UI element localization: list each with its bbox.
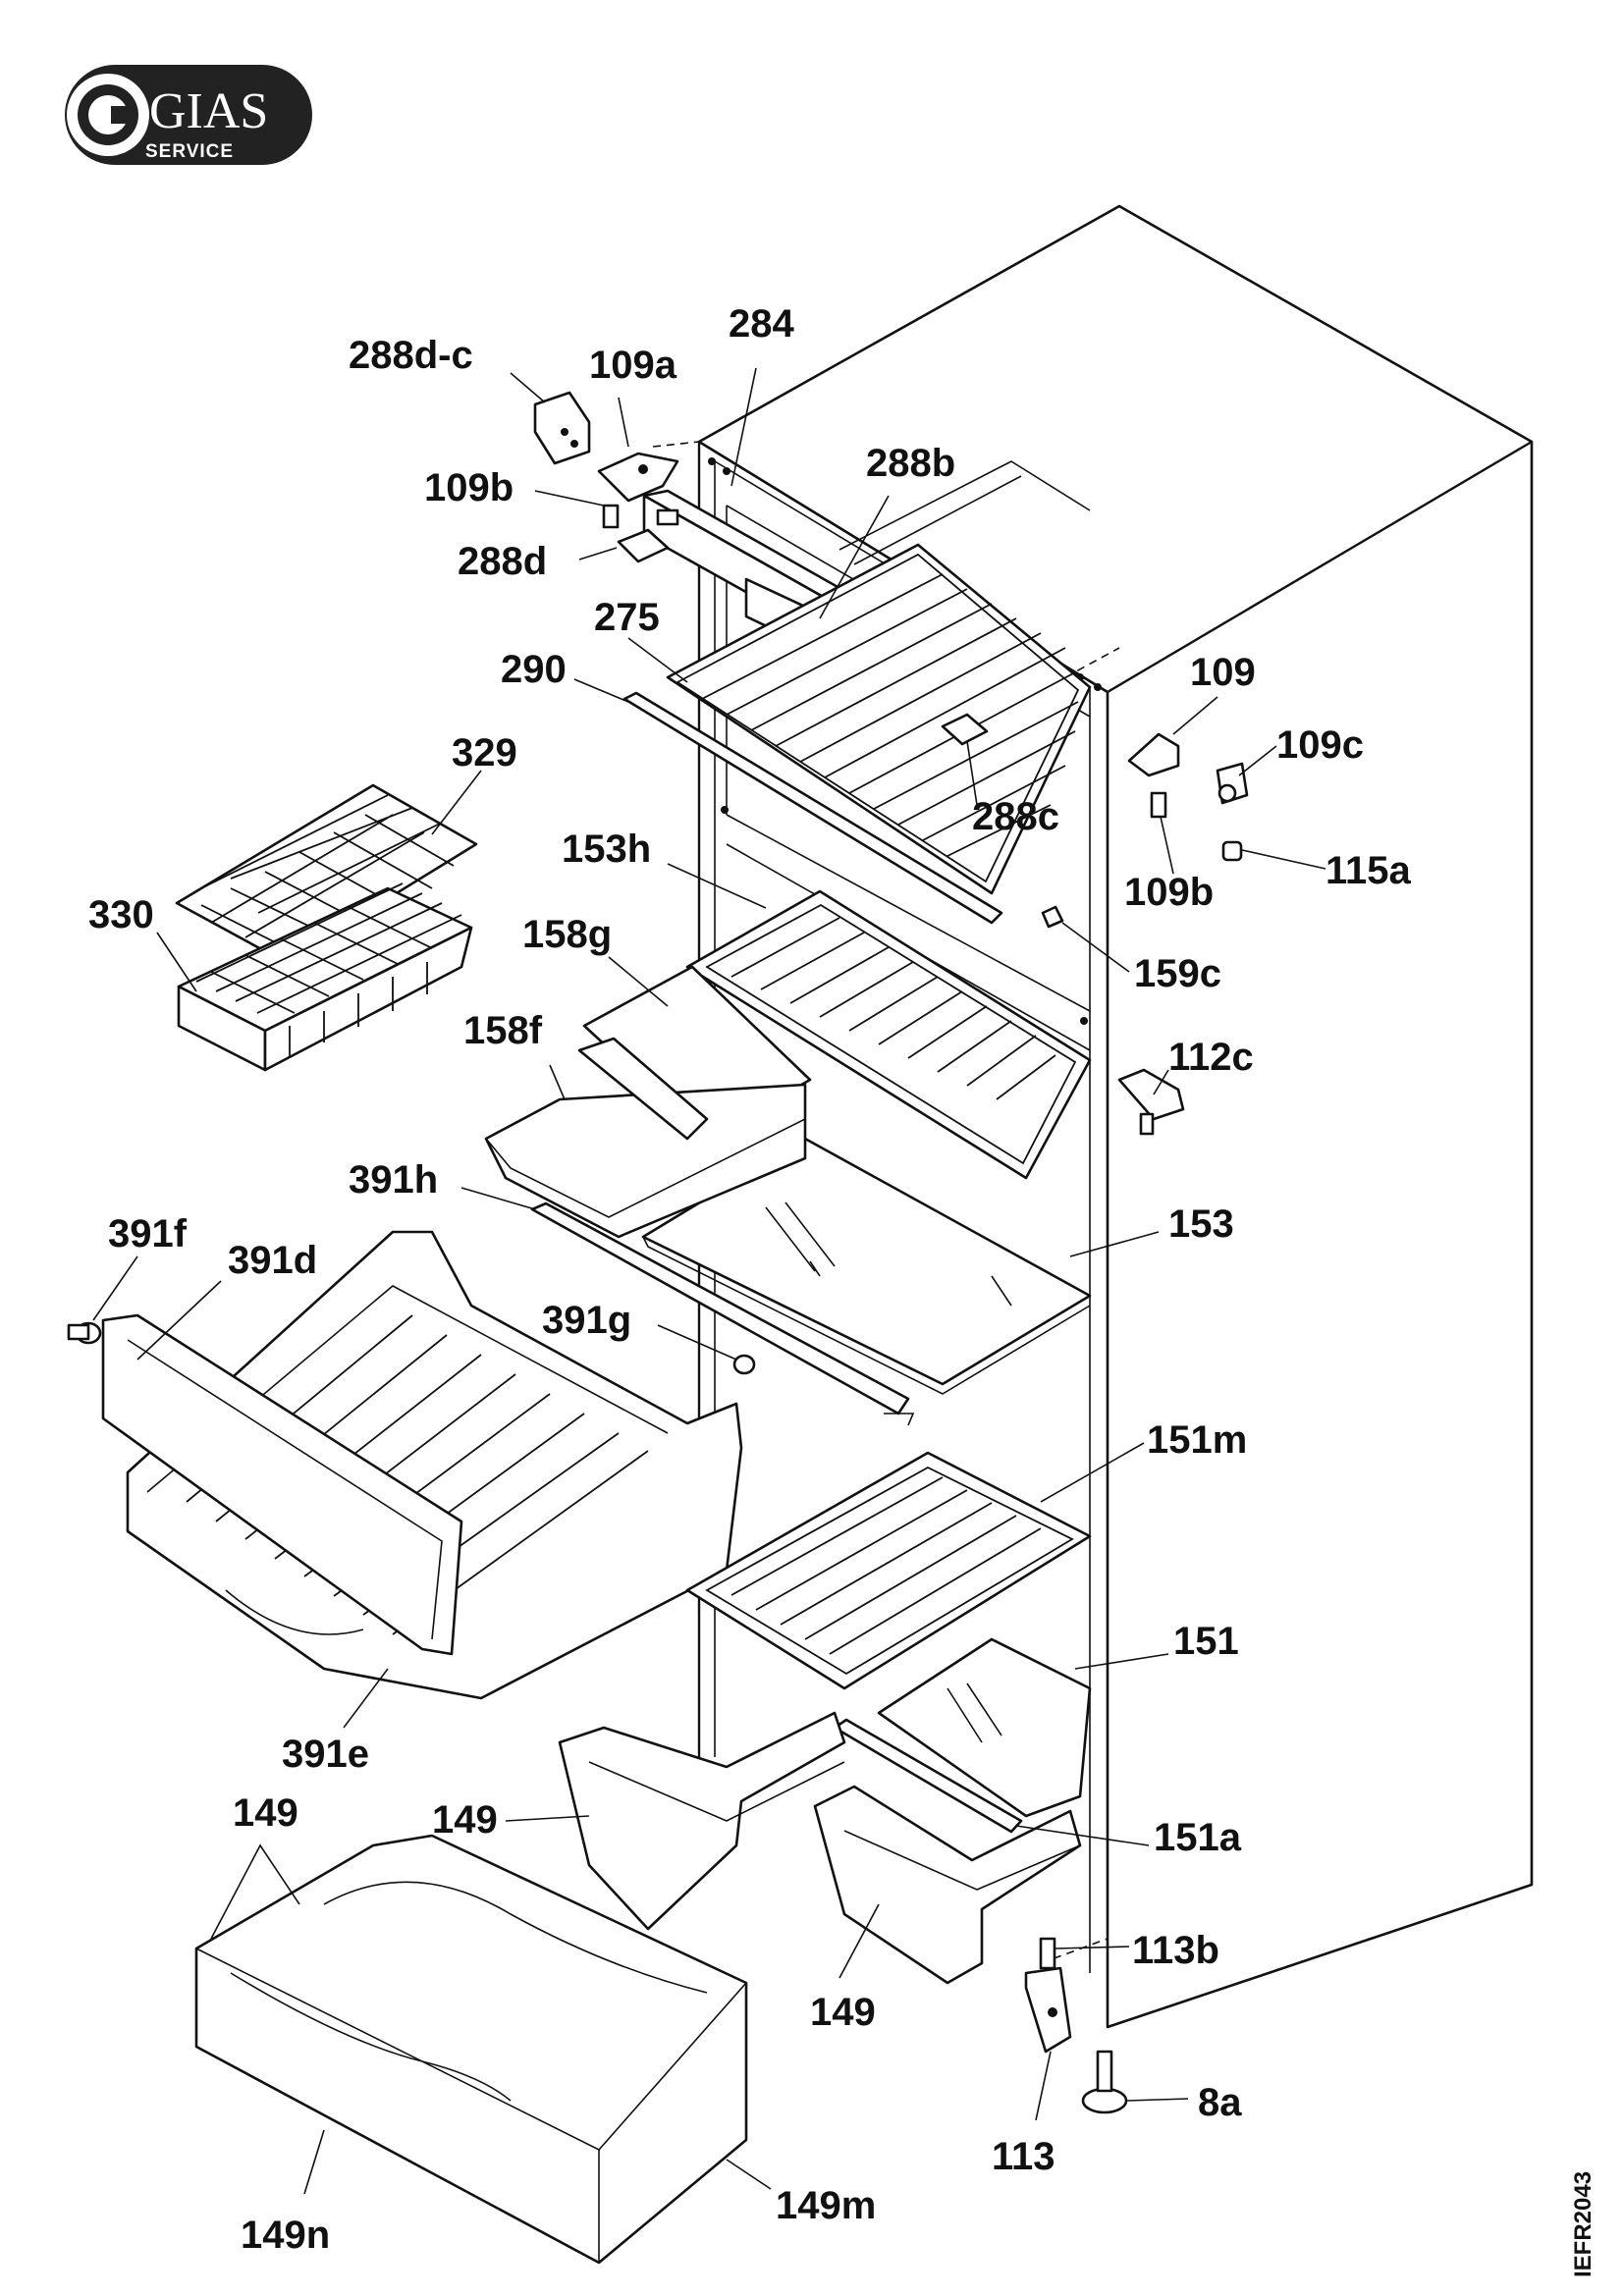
cover-288d (617, 528, 670, 563)
screw-109b-right (1150, 791, 1167, 819)
ice-tray-330 (177, 882, 473, 1072)
label-115a: 115a (1325, 849, 1412, 892)
leader-lines (92, 367, 1326, 2195)
label-391e: 391e (282, 1733, 369, 1776)
pin-391f (67, 1321, 102, 1345)
label-288d: 288d (458, 540, 547, 583)
foot-8a (1081, 2050, 1128, 2114)
hinge-112c (1117, 1068, 1185, 1136)
drawer-158f (484, 965, 812, 1239)
pin-391g (732, 1354, 756, 1375)
shelf-153h (685, 889, 1092, 1180)
label-288b: 288b (866, 442, 955, 485)
drawing-reference: IEFR2043 (1570, 2171, 1596, 2277)
label-158g: 158g (522, 913, 612, 956)
label-391f: 391f (108, 1212, 188, 1255)
shelf-151m (685, 1451, 1092, 1690)
label-391g: 391g (542, 1299, 631, 1342)
label-153: 153 (1168, 1202, 1234, 1246)
hinge-109a (597, 452, 679, 503)
label-149-a: 149 (233, 1791, 298, 1835)
hinge-109 (1127, 732, 1180, 777)
logo-subtext: SERVICE (145, 141, 234, 162)
glass-shelf-151 (877, 1637, 1092, 1818)
label-149m: 149m (776, 2184, 876, 2227)
screw-113b (1039, 1937, 1056, 1970)
label-151: 151 (1173, 1620, 1239, 1663)
cover-288c (941, 713, 989, 746)
label-153h: 153h (562, 828, 651, 871)
bar-151a (833, 1718, 1023, 1834)
label-159c: 159c (1134, 952, 1221, 995)
gias-service-logo: GIAS SERVICE (65, 65, 312, 165)
part-labels: 288d-c 109a 284 288b 109b 288d 275 290 1… (88, 302, 1412, 2257)
large-drawer-149n (194, 1834, 748, 2265)
label-391h: 391h (349, 1158, 438, 1201)
label-149n: 149n (241, 2214, 330, 2257)
label-113b: 113b (1132, 1929, 1219, 1972)
label-109b-top: 109b (424, 466, 514, 509)
logo-text: GIAS (149, 83, 268, 139)
drawer-149-left (558, 1711, 846, 1931)
drawer-149-right (813, 1785, 1082, 1985)
label-113: 113 (992, 2135, 1055, 2178)
wire-shelf-275 (666, 543, 1092, 895)
label-112c: 112c (1168, 1036, 1254, 1079)
label-149-b: 149 (432, 1798, 498, 1842)
bushing-159c (1041, 905, 1064, 929)
label-288d-c: 288d-c (349, 334, 473, 377)
screw-109b-top (602, 504, 620, 529)
trim-strip-290 (622, 691, 1003, 925)
label-330: 330 (88, 893, 154, 936)
label-109a: 109a (589, 344, 677, 387)
label-290: 290 (501, 648, 567, 691)
hinge-113 (1024, 1966, 1072, 2054)
label-391d: 391d (228, 1239, 317, 1282)
label-109b-right: 109b (1124, 871, 1214, 914)
hinge-109c (1216, 762, 1249, 805)
label-109: 109 (1190, 651, 1256, 694)
label-288c: 288c (972, 795, 1059, 838)
hinge-cover-288dc (533, 391, 591, 465)
label-109c: 109c (1276, 723, 1364, 767)
label-329: 329 (452, 731, 517, 774)
label-151a: 151a (1154, 1816, 1242, 1859)
label-158f: 158f (463, 1009, 543, 1052)
bar-391h (530, 1201, 915, 1426)
label-275: 275 (594, 596, 660, 639)
bushing-115a (1221, 840, 1243, 862)
crisper-front-391d (101, 1313, 463, 1656)
label-149-c: 149 (810, 1991, 876, 2034)
label-284: 284 (729, 302, 794, 346)
crisper-391e (126, 1230, 743, 1700)
label-151m: 151m (1147, 1418, 1247, 1462)
label-8a: 8a (1198, 2081, 1242, 2124)
ice-tray-lid-329 (175, 783, 478, 964)
